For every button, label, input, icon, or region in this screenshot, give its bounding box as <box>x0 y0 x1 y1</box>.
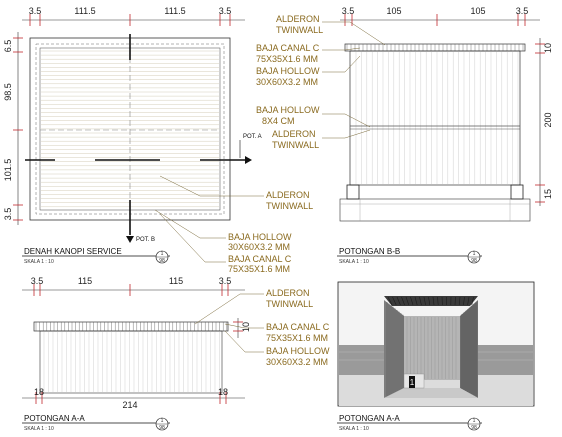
bb-label-4b: 8X4 CM <box>262 116 295 126</box>
bb-sheet-num: 1 <box>473 251 476 257</box>
plan-view: 3.5 111.5 111.5 3.5 6.5 98.5 101.5 3.5 <box>3 6 313 274</box>
aa-dim-top-3: 115 <box>169 276 183 286</box>
bb-label-5a: ALDERON <box>272 129 316 139</box>
aa-dim-right-1: 10 <box>241 322 251 332</box>
aa-label-1a: ALDERON <box>266 288 310 298</box>
plan-dim-left-4: 3.5 <box>3 208 13 221</box>
render-view: 1 POTONGAN A-A SKALA 1 : 10 1 98 <box>337 281 535 432</box>
bb-label-2b: 75X35X1.6 MM <box>256 54 318 64</box>
pot-a-marker: POT. A <box>243 134 262 140</box>
bb-dim-top-2: 105 <box>386 6 401 16</box>
bb-label-2a: BAJA CANAL C <box>256 43 320 53</box>
plan-sheet-ref: 98 <box>159 258 165 264</box>
bb-label-1b: TWINWALL <box>276 25 323 35</box>
plan-sheet-num: 1 <box>161 251 164 257</box>
pot-b-marker: POT. B <box>136 237 155 243</box>
bb-dim-right-1: 10 <box>543 43 553 53</box>
bb-sheet-ref: 98 <box>471 258 477 264</box>
render-scale: SKALA 1 : 10 <box>339 426 369 432</box>
plan-label-alderon-2: TWINWALL <box>266 201 313 211</box>
bb-title: POTONGAN B-B <box>339 247 400 256</box>
aa-dim-bottom-2: 214 <box>122 400 137 410</box>
bb-label-5b: TWINWALL <box>272 140 319 150</box>
plan-label-canal-1: BAJA CANAL C <box>228 254 292 264</box>
aa-label-2a: BAJA CANAL C <box>266 322 330 332</box>
render-title: POTONGAN A-A <box>339 414 400 423</box>
bb-label-4a: BAJA HOLLOW <box>256 105 320 115</box>
bb-dim-top-3: 105 <box>470 6 485 16</box>
aa-label-1b: TWINWALL <box>266 299 313 309</box>
bb-dim-top-4: 3.5 <box>516 6 529 16</box>
plan-label-canal-2: 75X35X1.6 MM <box>228 264 290 274</box>
plan-dim-left-1: 6.5 <box>3 40 13 53</box>
section-bb-view: 3.5 105 105 3.5 10 200 15 <box>256 6 553 265</box>
plan-dim-top-4: 3.5 <box>219 6 232 16</box>
plan-dim-left-3: 101.5 <box>3 159 13 182</box>
bb-scale: SKALA 1 : 10 <box>339 259 369 265</box>
plan-label-hollow-2: 30X60X3.2 MM <box>228 242 290 252</box>
aa-label-2b: 75X35X1.6 MM <box>266 333 328 343</box>
bb-dim-top-1: 3.5 <box>342 6 355 16</box>
plan-dim-left-2: 98.5 <box>3 83 13 101</box>
render-marker: 1 <box>410 378 415 387</box>
aa-sheet-num: 1 <box>161 418 164 424</box>
bb-label-3a: BAJA HOLLOW <box>256 66 320 76</box>
aa-dim-top-1: 3.5 <box>31 276 44 286</box>
aa-title: POTONGAN A-A <box>24 414 85 423</box>
render-sheet-num: 1 <box>473 418 476 424</box>
plan-dim-top-2: 111.5 <box>74 6 95 16</box>
bb-dim-right-2: 200 <box>543 112 553 127</box>
aa-dim-bottom-1: 18 <box>34 387 44 397</box>
bb-dim-right-3: 15 <box>543 189 553 199</box>
aa-dim-bottom-3: 18 <box>218 387 228 397</box>
plan-dim-top-1: 3.5 <box>29 6 42 16</box>
plan-label-hollow-1: BAJA HOLLOW <box>228 232 292 242</box>
aa-sheet-ref: 98 <box>159 425 165 431</box>
plan-label-alderon-1: ALDERON <box>266 190 310 200</box>
section-aa-view: 3.5 115 115 3.5 10 18 214 18 ALDERO <box>22 276 330 432</box>
aa-label-3a: BAJA HOLLOW <box>266 346 330 356</box>
bb-label-1a: ALDERON <box>276 14 320 24</box>
plan-scale: SKALA 1 : 10 <box>24 259 54 265</box>
aa-scale: SKALA 1 : 10 <box>24 426 54 432</box>
plan-title: DENAH KANOPI SERVICE <box>24 247 122 256</box>
aa-dim-top-2: 115 <box>78 276 92 286</box>
aa-label-3b: 30X60X3.2 MM <box>266 357 328 367</box>
plan-dim-top-3: 111.5 <box>164 6 185 16</box>
bb-label-3b: 30X60X3.2 MM <box>256 77 318 87</box>
aa-dim-top-4: 3.5 <box>219 276 232 286</box>
render-sheet-ref: 98 <box>471 425 477 431</box>
